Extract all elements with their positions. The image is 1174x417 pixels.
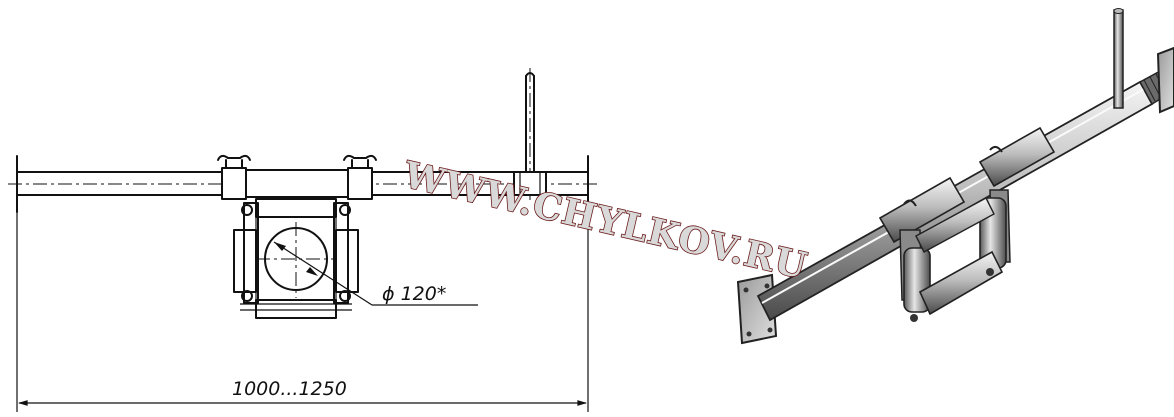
top-roller — [255, 198, 337, 218]
vertical-rod — [513, 68, 547, 200]
clamp-sleeve-left — [221, 159, 247, 200]
middle-collar — [245, 169, 349, 198]
length-label: 1000...1250 — [232, 378, 347, 400]
technical-drawing: ϕ 120* 1000...1250 — [8, 68, 598, 412]
render-end-plate-right — [1156, 46, 1174, 114]
watermark-text: WWW.CHYLKOV.RU — [399, 154, 811, 288]
roller-frame — [233, 198, 359, 319]
render-roller-frame — [899, 189, 1011, 322]
pipe-section: ϕ 120* — [256, 222, 478, 306]
diameter-label: ϕ 120* — [382, 283, 446, 305]
render-roller-bottom — [918, 250, 1004, 316]
wing-nut-right — [343, 154, 377, 161]
length-dimension: 1000...1250 — [16, 212, 589, 412]
render-sleeve-upper — [978, 126, 1056, 188]
render-sleeve-lower — [878, 176, 966, 244]
bottom-roller — [255, 299, 337, 319]
isometric-render — [736, 8, 1174, 345]
render-vertical-rod — [1113, 8, 1124, 109]
clamp-sleeve-right — [347, 159, 373, 200]
render-roller-top — [915, 197, 995, 253]
wing-nut-left — [217, 154, 251, 161]
